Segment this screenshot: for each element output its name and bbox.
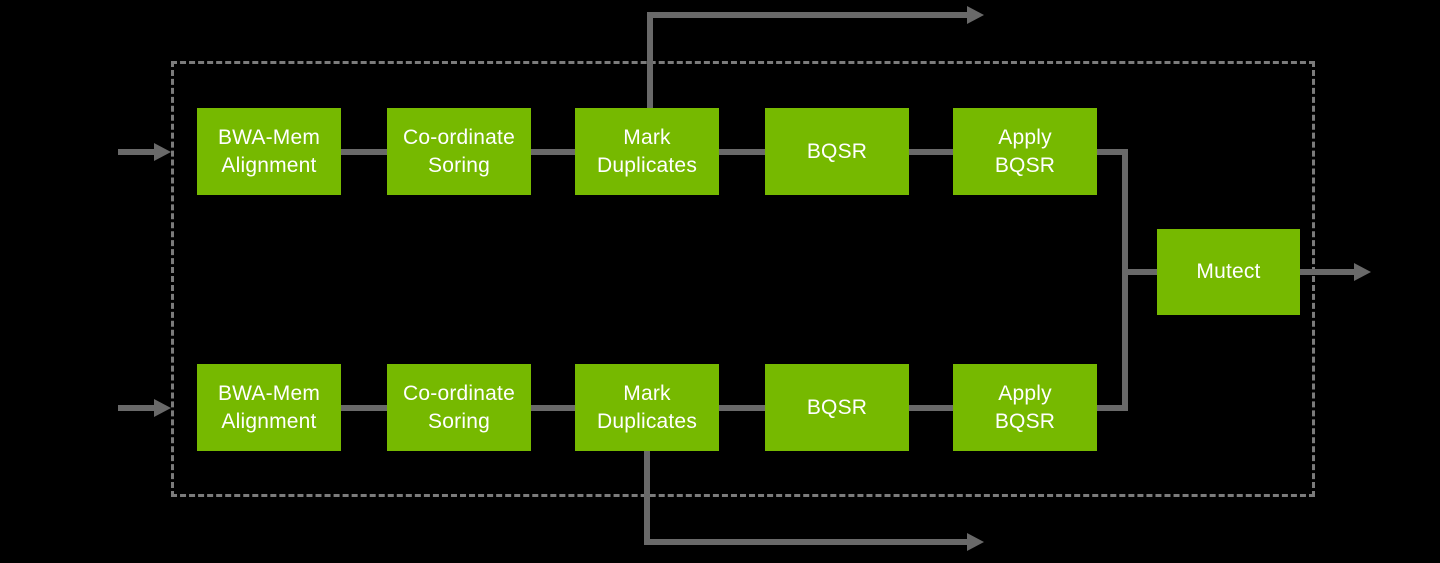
output-line: [1300, 269, 1355, 275]
branch-bottom-arrowhead-icon: [967, 533, 984, 551]
node-apply-bqsr-top: Apply BQSR: [953, 108, 1097, 195]
node-label: Alignment: [221, 409, 317, 433]
node-label: BQSR: [994, 153, 1056, 177]
node-label: Mark: [623, 381, 671, 405]
node-label: Apply: [998, 381, 1052, 405]
branch-top-arrowhead-icon: [967, 6, 984, 24]
connector-top-4: [909, 149, 953, 155]
branch-bottom-horizontal: [644, 539, 967, 545]
input-arrowhead-bottom-icon: [154, 399, 171, 417]
pipeline-boundary: [171, 61, 1315, 497]
node-apply-bqsr-bottom: Apply BQSR: [953, 364, 1097, 451]
node-label: Duplicates: [596, 409, 698, 433]
node-bqsr-top: BQSR: [765, 108, 909, 195]
branch-top-vertical: [647, 12, 653, 108]
node-coordinate-soring-bottom: Co-ordinate Soring: [387, 364, 531, 451]
node-label: Co-ordinate: [403, 381, 515, 405]
node-label: BWA-Mem: [217, 381, 321, 405]
connector-bottom-1: [341, 405, 387, 411]
input-line-bottom: [118, 405, 155, 411]
connector-top-3: [719, 149, 765, 155]
connector-top-2: [530, 149, 575, 155]
node-label: Duplicates: [596, 153, 698, 177]
output-arrowhead-icon: [1354, 263, 1371, 281]
merge-into-mutect: [1122, 269, 1157, 275]
node-label: Soring: [428, 409, 490, 433]
connector-bottom-2: [530, 405, 575, 411]
merge-elbow-bottom: [1097, 405, 1128, 411]
node-label: Co-ordinate: [403, 125, 515, 149]
merge-elbow-top: [1097, 149, 1128, 155]
input-arrowhead-top-icon: [154, 143, 171, 161]
node-coordinate-soring-top: Co-ordinate Soring: [387, 108, 531, 195]
node-bwa-mem-alignment-bottom: BWA-Mem Alignment: [197, 364, 341, 451]
node-mark-duplicates-top: Mark Duplicates: [575, 108, 719, 195]
connector-bottom-4: [909, 405, 953, 411]
node-label: BQSR: [806, 395, 868, 419]
node-label: Apply: [998, 125, 1052, 149]
node-label: Alignment: [221, 153, 317, 177]
node-bqsr-bottom: BQSR: [765, 364, 909, 451]
node-label: Mark: [623, 125, 671, 149]
input-line-top: [118, 149, 155, 155]
node-bwa-mem-alignment-top: BWA-Mem Alignment: [197, 108, 341, 195]
node-mutect: Mutect: [1157, 229, 1300, 315]
node-mark-duplicates-bottom: Mark Duplicates: [575, 364, 719, 451]
merge-vertical: [1122, 149, 1128, 411]
connector-top-1: [341, 149, 387, 155]
node-label: Soring: [428, 153, 490, 177]
node-label: BQSR: [806, 139, 868, 163]
node-label: BWA-Mem: [217, 125, 321, 149]
connector-bottom-3: [719, 405, 765, 411]
branch-top-horizontal: [647, 12, 969, 18]
node-label: Mutect: [1196, 260, 1261, 283]
branch-bottom-vertical: [644, 451, 650, 542]
node-label: BQSR: [994, 409, 1056, 433]
